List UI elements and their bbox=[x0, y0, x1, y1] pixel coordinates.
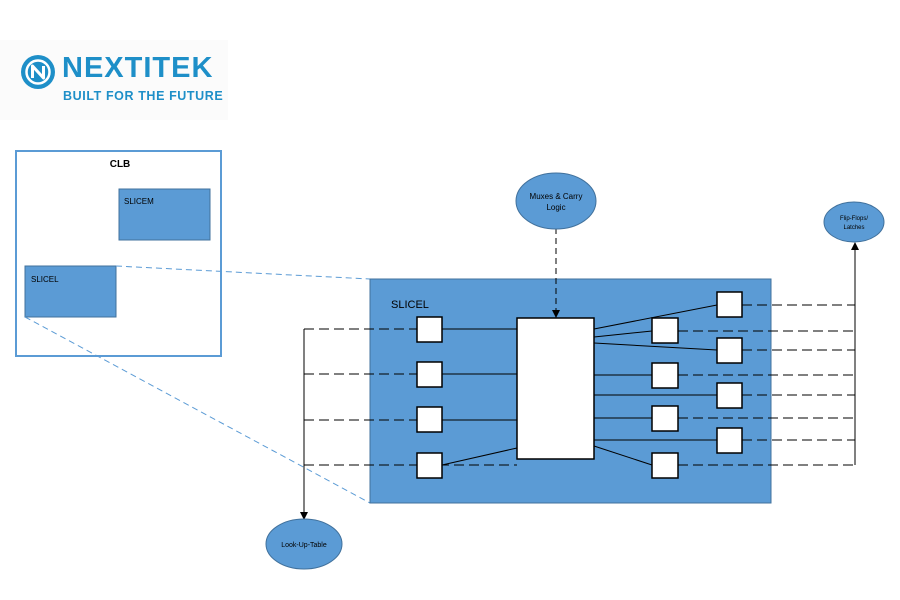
left-box-1 bbox=[416, 316, 443, 343]
lut-bus-lines bbox=[304, 328, 517, 466]
right-outer-box-1 bbox=[716, 291, 743, 318]
right-inner-box-column bbox=[651, 317, 679, 479]
slicem-box bbox=[118, 188, 211, 241]
left-box-3 bbox=[416, 406, 443, 433]
slicel-small-label: SLICEL bbox=[31, 275, 59, 284]
zoom-line-top bbox=[115, 265, 371, 280]
left-wires bbox=[441, 328, 518, 466]
muxes-label-line2: Logic bbox=[546, 203, 565, 212]
lut-label: Look-Up-Table bbox=[281, 542, 327, 549]
flipflops-label-line1: Flip-Flops/ bbox=[840, 216, 868, 222]
logo-n-icon bbox=[21, 55, 55, 89]
flipflops-ellipse bbox=[823, 201, 885, 243]
right-inner-box-1 bbox=[651, 317, 679, 344]
slicel-big-label: SLICEL bbox=[391, 299, 429, 311]
clb-title: CLB bbox=[110, 159, 131, 170]
right-outer-box-4 bbox=[716, 427, 743, 454]
right-outer-box-3 bbox=[716, 382, 743, 409]
ff-bus-lines bbox=[678, 304, 855, 466]
slicel-small-box bbox=[24, 265, 117, 318]
right-inner-box-2 bbox=[651, 362, 679, 389]
clb-box bbox=[15, 150, 222, 357]
center-logic-block bbox=[516, 317, 595, 460]
left-box-4 bbox=[416, 452, 443, 479]
lut-ellipse bbox=[265, 518, 343, 570]
brand-name: NEXTITEK bbox=[62, 52, 214, 84]
brand-tagline: BUILT FOR THE FUTURE bbox=[63, 89, 224, 103]
left-box-2 bbox=[416, 361, 443, 388]
slicem-label: SLICEM bbox=[124, 197, 154, 206]
right-inner-box-4 bbox=[651, 452, 679, 479]
brand-logo: NEXTITEK BUILT FOR THE FUTURE bbox=[0, 40, 228, 120]
zoom-line-bottom bbox=[24, 316, 371, 504]
muxes-ellipse bbox=[515, 172, 597, 230]
right-outer-box-column bbox=[716, 291, 743, 454]
muxes-label-line1: Muxes & Carry bbox=[530, 192, 583, 201]
right-inner-box-3 bbox=[651, 405, 679, 432]
left-box-column bbox=[416, 316, 443, 479]
right-outer-box-2 bbox=[716, 337, 743, 364]
flipflops-label-line2: Latches bbox=[843, 225, 864, 231]
right-wires bbox=[593, 304, 718, 466]
